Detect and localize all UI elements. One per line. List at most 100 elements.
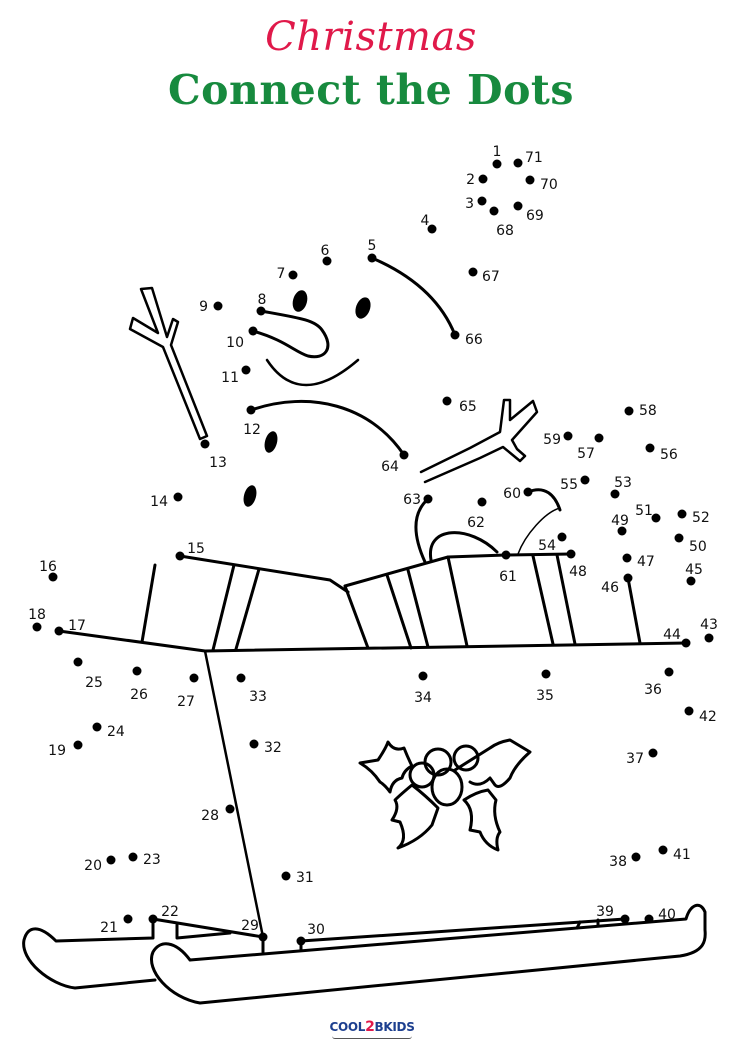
dot-number-label: 39 <box>596 904 614 920</box>
dot-7: 7 <box>277 266 298 282</box>
dot-number-label: 55 <box>560 477 578 493</box>
dot-22: 22 <box>148 904 179 924</box>
dot-marker <box>566 549 576 559</box>
dot-number-label: 56 <box>660 447 678 463</box>
dot-marker <box>423 494 433 504</box>
dot-number-label: 34 <box>414 690 432 706</box>
dot-marker <box>644 914 654 924</box>
dot-marker <box>686 576 696 586</box>
dot-number-label: 48 <box>569 564 587 580</box>
dot-57: 57 <box>577 433 604 462</box>
dot-number-label: 10 <box>226 335 244 351</box>
dot-34: 34 <box>414 671 432 706</box>
dot-marker <box>132 666 142 676</box>
dot-69: 69 <box>513 201 544 224</box>
dot-25: 25 <box>73 657 103 691</box>
dot-56: 56 <box>645 443 678 463</box>
dot-number-label: 54 <box>538 538 556 554</box>
dot-marker <box>492 159 502 169</box>
dot-marker <box>617 526 627 536</box>
dot-marker <box>32 622 42 632</box>
dot-marker <box>281 871 291 881</box>
dot-number-label: 66 <box>465 332 483 348</box>
dot-number-label: 61 <box>499 569 517 585</box>
dot-marker <box>684 706 694 716</box>
dot-number-label: 26 <box>130 687 148 703</box>
dot-marker <box>610 489 620 499</box>
dot-number-label: 69 <box>526 208 544 224</box>
scarf-12-64 <box>249 399 406 457</box>
dot-number-label: 64 <box>381 459 399 475</box>
dot-68: 68 <box>489 206 514 239</box>
logo-suffix: BKIDS <box>374 1020 415 1034</box>
dot-number-label: 18 <box>28 607 46 623</box>
dot-marker <box>246 405 256 415</box>
dot-marker <box>106 855 116 865</box>
dot-marker <box>48 572 58 582</box>
dot-5: 5 <box>367 238 377 263</box>
dot-26: 26 <box>130 666 148 703</box>
dot-marker <box>468 267 478 277</box>
dot-52: 52 <box>677 509 710 526</box>
smile <box>265 358 360 387</box>
dot-23: 23 <box>128 852 161 868</box>
dot-71: 71 <box>513 150 543 168</box>
dot-50: 50 <box>674 533 707 555</box>
dot-number-label: 68 <box>496 223 514 239</box>
dot-65: 65 <box>442 396 477 415</box>
dot-number-label: 38 <box>609 854 627 870</box>
dot-number-label: 30 <box>307 922 325 938</box>
dot-number-label: 29 <box>241 918 259 934</box>
dot-1: 1 <box>492 144 502 169</box>
dot-27: 27 <box>177 673 199 710</box>
dot-marker <box>175 551 185 561</box>
dot-11: 11 <box>221 365 251 386</box>
dot-number-label: 49 <box>611 513 629 529</box>
dot-17: 17 <box>54 618 86 636</box>
dot-36: 36 <box>644 667 674 698</box>
dot-15: 15 <box>175 541 205 561</box>
dot-55: 55 <box>560 475 590 493</box>
dot-39: 39 <box>596 904 630 924</box>
dot-marker <box>557 532 567 542</box>
dot-31: 31 <box>281 870 314 886</box>
dot-marker <box>620 914 630 924</box>
dot-marker <box>624 406 634 416</box>
page-title-script: Christmas <box>265 14 477 60</box>
dot-number-label: 42 <box>699 709 717 725</box>
dot-number-label: 5 <box>368 238 377 254</box>
dot-46: 46 <box>601 573 633 596</box>
dot-70: 70 <box>525 175 558 193</box>
dot-marker <box>513 201 523 211</box>
dot-number-label: 23 <box>143 852 161 868</box>
dot-marker <box>623 573 633 583</box>
dot-number-label: 24 <box>107 724 125 740</box>
dot-number-label: 25 <box>85 675 103 691</box>
snowman-face <box>249 256 457 457</box>
dot-marker <box>322 256 332 266</box>
dot-54: 54 <box>538 532 567 554</box>
dot-64: 64 <box>381 450 409 475</box>
dot-marker <box>256 306 266 316</box>
dot-marker <box>450 330 460 340</box>
dot-marker <box>54 626 64 636</box>
dot-number-label: 28 <box>201 808 219 824</box>
dot-number-label: 50 <box>689 539 707 555</box>
logo-two: 2 <box>365 1019 375 1035</box>
dot-marker <box>477 196 487 206</box>
dot-number-label: 35 <box>536 688 554 704</box>
dot-marker <box>442 396 452 406</box>
dot-marker <box>501 550 511 560</box>
dot-number-label: 22 <box>161 904 179 920</box>
dot-41: 41 <box>658 845 691 863</box>
dot-marker <box>704 633 714 643</box>
dot-61: 61 <box>499 550 517 585</box>
dot-number-label: 41 <box>673 847 691 863</box>
button-bottom <box>243 485 257 507</box>
dot-42: 42 <box>684 706 717 725</box>
dot-49: 49 <box>611 513 629 536</box>
dot-number-label: 14 <box>150 494 168 510</box>
dot-48: 48 <box>566 549 587 580</box>
dot-marker <box>580 475 590 485</box>
